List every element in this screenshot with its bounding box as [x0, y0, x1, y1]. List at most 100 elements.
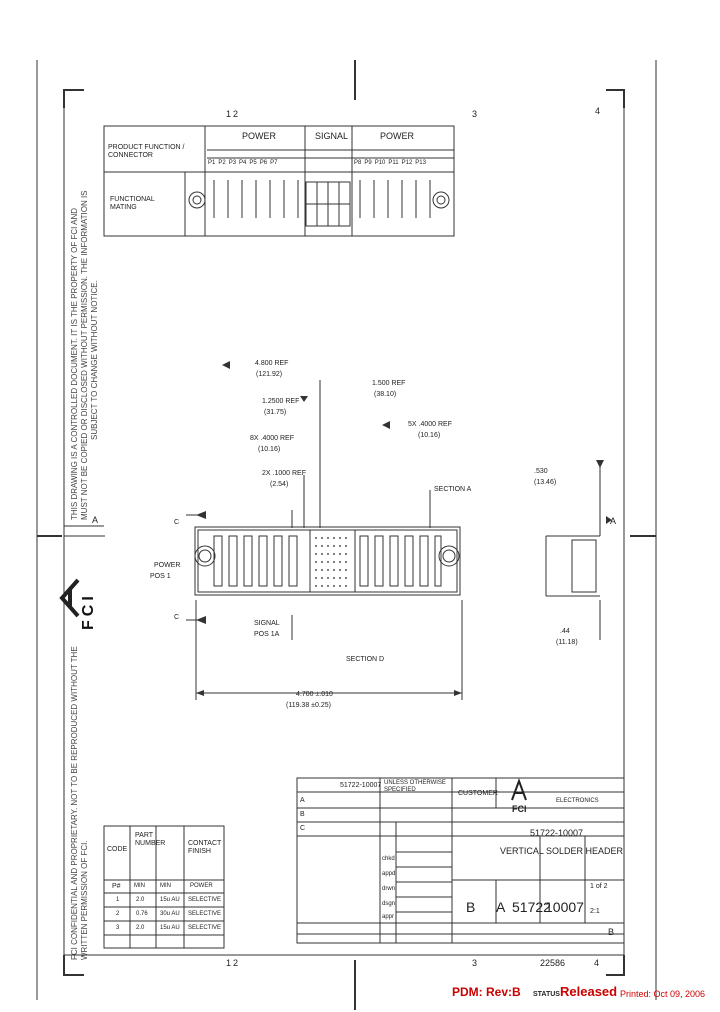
dim-6: 2X .1000 REF — [262, 470, 306, 477]
tb-company-sub: ELECTRONICS — [556, 798, 599, 804]
pin-label: P10 — [374, 160, 386, 166]
power-pos: POS 1 — [150, 573, 171, 580]
bl-r3d: SELECTIVE — [188, 925, 222, 931]
dim-9b: (119.38 ±0.25) — [286, 702, 331, 709]
dim-1: 4.800 REF — [255, 360, 289, 367]
tb-row-5: appr — [382, 914, 395, 920]
tb-rev-box: B — [466, 899, 476, 915]
bl-r2d: SELECTIVE — [188, 911, 222, 917]
zone-side-right: A — [610, 516, 617, 526]
pin-label: P11 — [388, 160, 399, 166]
signal-label: SIGNAL — [315, 131, 349, 141]
tb-scale: 2:1 — [590, 908, 600, 915]
fci-logo: FCI — [80, 592, 97, 630]
pin-label: P5 — [249, 160, 257, 166]
zone-side-left: A — [92, 515, 99, 525]
footer-printed: Printed: Oct 09, 2006 — [620, 989, 706, 999]
bl-r2b: 0.76 — [136, 911, 148, 917]
dim-5: 5X .4000 REF — [408, 421, 452, 428]
bl-code: CODE — [107, 846, 128, 853]
pin-label: P7 — [270, 160, 278, 166]
tb-rev-a: A — [300, 797, 305, 804]
zone-top-1: 1 — [226, 109, 232, 119]
footer-status-label: STATUS — [533, 991, 560, 998]
bl-sub-2: MIN — [160, 883, 171, 889]
bl-p: P# — [112, 883, 121, 890]
zone-bottom-1: 1 — [226, 958, 232, 968]
bl-r2a: 2 — [116, 911, 120, 917]
zone-b-left: B — [608, 927, 615, 937]
dim-8b: (13.46) — [534, 479, 557, 486]
bl-r1d: SELECTIVE — [188, 897, 222, 903]
pin-label: P4 — [239, 160, 247, 166]
table-col-function: PRODUCT FUNCTION / CONNECTOR — [108, 144, 185, 159]
pin-label: P8 — [354, 160, 362, 166]
zone-bottom-2: 2 — [233, 958, 239, 968]
bl-r3b: 2.0 — [136, 925, 145, 931]
bl-part: PART NUMBER — [135, 832, 166, 847]
zone-bottom-4: 4 — [594, 958, 600, 968]
dim-10: .44 — [560, 628, 570, 635]
dim-6b: (2.54) — [270, 481, 289, 488]
pin-label: P2 — [218, 160, 226, 166]
tb-row-3: drwn — [382, 886, 396, 892]
zone-top-4: 4 — [595, 106, 601, 116]
bl-sub-1: MIN — [134, 883, 145, 889]
tb-title: VERTICAL SOLDER HEADER — [500, 846, 624, 856]
power-callout: POWER — [154, 562, 181, 569]
tb-rev-b: B — [300, 811, 305, 818]
dim-3b: (31.75) — [264, 409, 287, 416]
c-label-2: C — [174, 614, 180, 621]
tb-row-1: chkd — [382, 856, 395, 862]
signal-pos: POS 1A — [254, 631, 280, 638]
pins-power-a: P1 P2 P3 P4 P5 P6 P7 — [208, 160, 277, 167]
signal-callout: SIGNAL — [254, 620, 280, 627]
left-note-5: WRITTEN PERMISSION OF FCI. — [80, 840, 89, 960]
dim-8: .530 — [534, 468, 548, 475]
dim-5b: (10.16) — [418, 432, 441, 439]
bl-r1b: 2.0 — [136, 897, 145, 903]
zone-top-3: 3 — [472, 109, 478, 119]
pin-label: P3 — [228, 160, 237, 166]
left-note-2: MUST NOT BE COPIED OR DISCLOSED WITHOUT … — [80, 190, 89, 520]
tb-customer: CUSTOMER — [458, 790, 498, 797]
dim-3: 1.2500 REF — [262, 398, 300, 405]
bl-sub-3: POWER — [190, 883, 213, 889]
bl-r2c: 30u AU — [160, 911, 180, 917]
power-b-label: POWER — [380, 131, 415, 141]
footer-status-value: Released — [560, 984, 618, 999]
tb-row-4: dsgn — [382, 901, 396, 907]
pin-label: P12 — [401, 160, 413, 166]
zone-bottom-3: 3 — [472, 958, 478, 968]
row-label-mating: FUNCTIONAL MATING — [110, 196, 155, 211]
tb-signed: 22586 — [540, 958, 566, 968]
detail-label: SECTION D — [346, 656, 385, 663]
dim-2b: (38.10) — [374, 391, 397, 398]
bl-r3c: 15u AU — [160, 925, 180, 931]
pin-label: P13 — [415, 160, 426, 166]
pins-power-b: P8 P9 P10 P11 P12 P13 — [354, 160, 426, 167]
pin-label: P9 — [364, 160, 372, 166]
c-label-1: C — [174, 519, 180, 526]
dim-9: 4.700 ±.010 — [296, 691, 333, 698]
left-note-4: FCI CONFIDENTIAL AND PROPRIETARY. NOT TO… — [70, 646, 79, 960]
bl-r1c: 15u AU — [160, 897, 180, 903]
dim-2: 1.500 REF — [372, 380, 406, 387]
left-note-3: SUBJECT TO CHANGE WITHOUT NOTICE. — [90, 280, 99, 440]
pin-label: P6 — [259, 160, 268, 166]
pin-label: P1 — [208, 160, 216, 166]
tb-dwg-no-2: 51722-10007 — [530, 828, 584, 838]
tb-company: FCI — [512, 804, 527, 814]
tb-part: 10007 — [545, 899, 584, 915]
tb-row-2: appd — [382, 871, 396, 877]
tb-cage: 51722 — [512, 899, 551, 915]
power-a-label: POWER — [242, 131, 277, 141]
dim-section: SECTION A — [434, 486, 472, 493]
dim-4: 8X .4000 REF — [250, 435, 294, 442]
dim-1b: (121.92) — [256, 371, 283, 378]
bl-r1a: 1 — [116, 897, 120, 903]
dim-10b: (11.18) — [556, 639, 578, 646]
zone-top-2: 2 — [233, 109, 239, 119]
dim-4b: (10.16) — [258, 446, 281, 453]
